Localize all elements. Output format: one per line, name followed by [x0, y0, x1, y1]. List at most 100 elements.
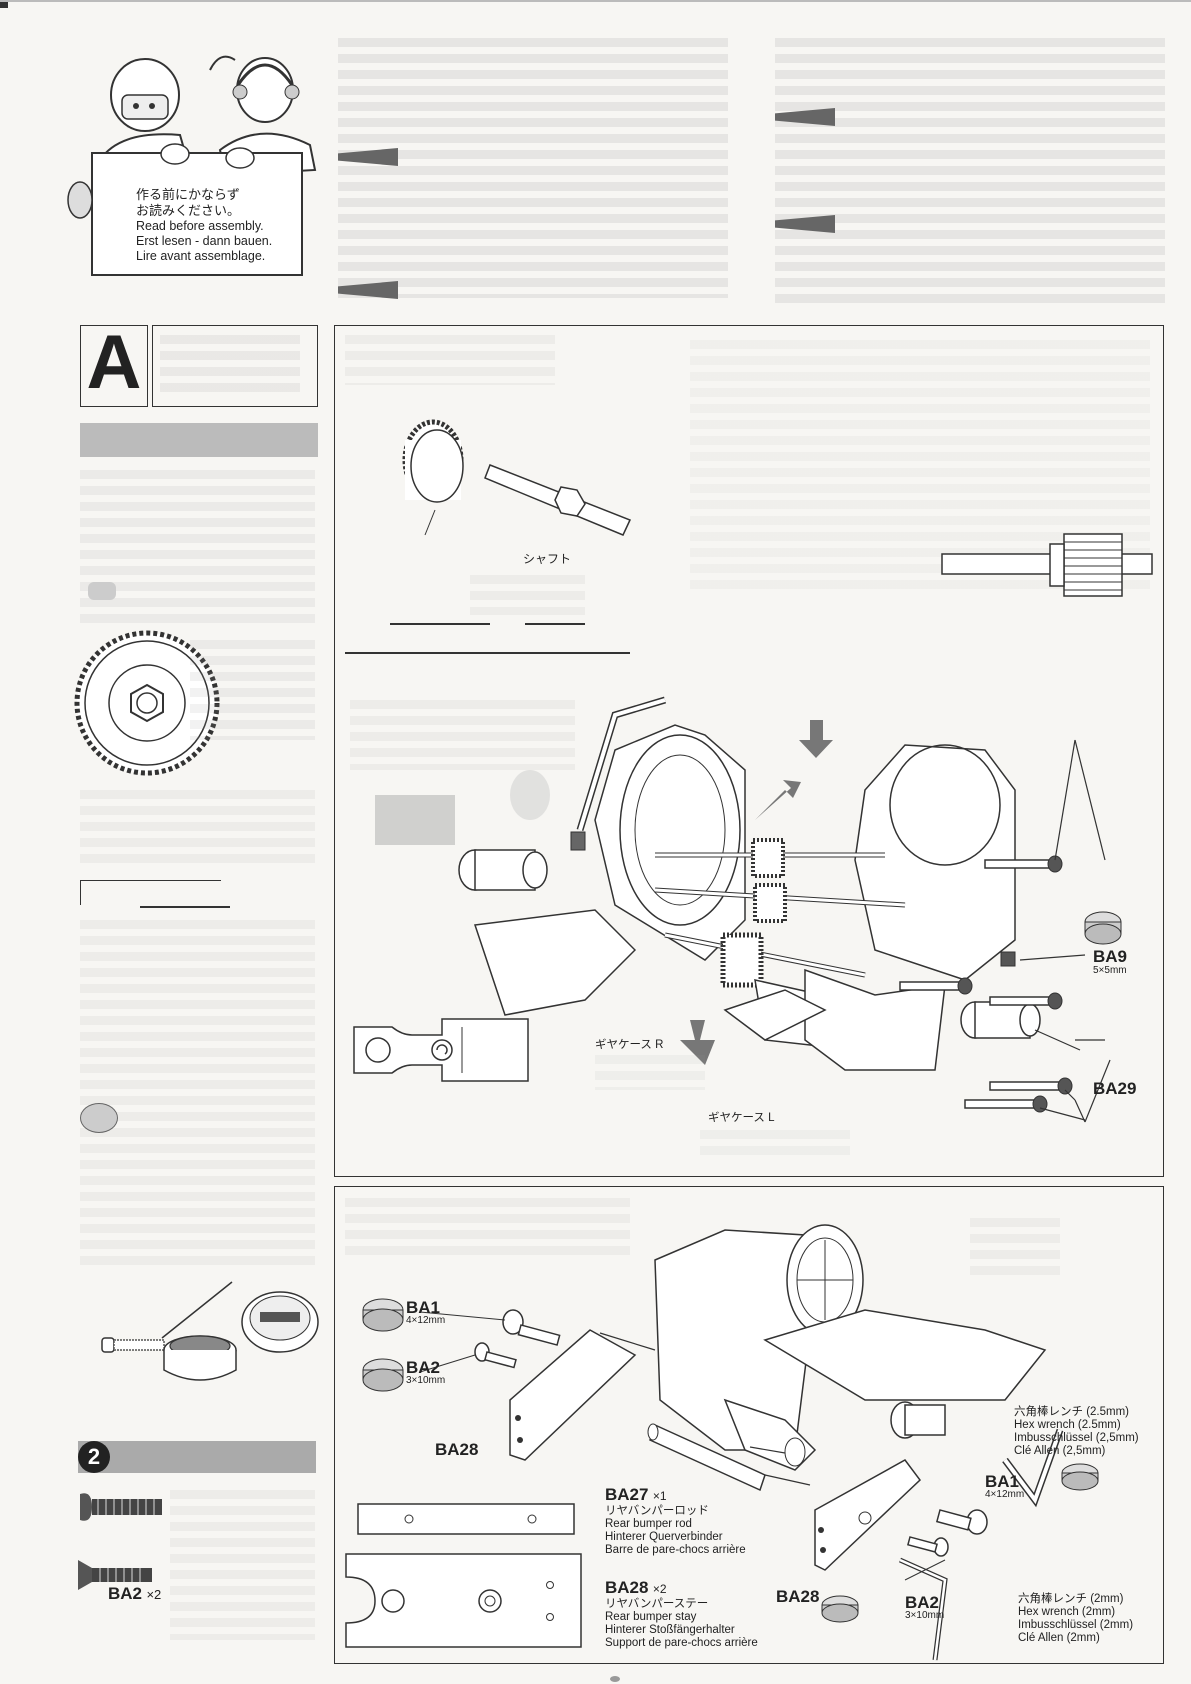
- ba27-qty: ×1: [652, 1489, 667, 1503]
- ba2-label: BA2 3×10mm: [406, 1358, 446, 1387]
- left-faded-5: [170, 1490, 315, 1640]
- gearbox-exploded-illustration: [345, 660, 1145, 1175]
- hex-wrench-icon: [576, 696, 667, 832]
- wrench-25-caption: 六角棒レンチ (2.5mm) Hex wrench (2.5mm) Imbuss…: [1014, 1406, 1139, 1458]
- left-faded-1: [80, 470, 315, 625]
- step-2-header-bar: [78, 1441, 316, 1473]
- intro-line-fr: Lire avant assemblage.: [136, 249, 266, 263]
- wrench-2-caption: 六角棒レンチ (2mm) Hex wrench (2mm) Imbusschlü…: [1018, 1593, 1133, 1645]
- wrench-2-line-de: Imbusschlüssel (2mm): [1018, 1619, 1134, 1631]
- pinion-gear-icon: [402, 419, 464, 503]
- step-2-number: 2: [87, 1444, 101, 1469]
- ba2-right-size: 3×10mm: [905, 1610, 945, 1621]
- mechanics-illustration: [67, 55, 317, 276]
- small-part-icon: [88, 582, 116, 600]
- step-2-ba2-qty: ×2: [146, 1587, 162, 1602]
- ba2-size: 3×10mm: [406, 1375, 446, 1386]
- spur-gear-illustration: [72, 628, 222, 783]
- step-a-title-box: [152, 325, 318, 407]
- ba1-right-label: BA1 4×12mm: [985, 1473, 1024, 1501]
- bumper-rod-icon: [647, 1423, 766, 1492]
- intro-line-en: Read before assembly.: [136, 219, 264, 233]
- universal-joint-right-icon: [960, 1001, 1041, 1039]
- ba1-right-tin-icon: [1061, 1463, 1099, 1491]
- ba28-line-fr: Support de pare-chocs arrière: [605, 1637, 758, 1649]
- ba27-code: BA27: [605, 1485, 649, 1504]
- step-2-number-circle: [78, 1441, 110, 1473]
- ba27-line-de: Hinterer Querverbinder: [605, 1531, 723, 1543]
- panel-faded-1: [345, 335, 555, 385]
- small-part-box-1: [375, 795, 455, 845]
- bumper-stay-right-icon: [814, 1459, 922, 1571]
- gear-icon: [74, 630, 220, 776]
- chassis-gearbox-icon: [654, 1224, 1047, 1471]
- screw-icon: [101, 1281, 233, 1353]
- ba1-code: BA1: [406, 1298, 441, 1317]
- grease-tools-illustration: [92, 1280, 322, 1395]
- ba28-stay-silhouette: [345, 1553, 585, 1654]
- coupler-inset: [352, 1015, 530, 1085]
- intro-sign-text: 作る前にかならず お読みください。 Read before assembly. …: [136, 187, 306, 264]
- universal-joint-left-icon: [458, 849, 548, 891]
- wrench-2-line-jp: 六角棒レンチ (2mm): [1018, 1593, 1124, 1605]
- bumper-faded-2: [970, 1218, 1060, 1278]
- page-mark-bottom: [610, 1676, 620, 1682]
- gearbox-panel: [334, 325, 1164, 1177]
- ba27-line-fr: Barre de pare-chocs arrière: [605, 1544, 746, 1556]
- panel-faded-6: [595, 1055, 705, 1090]
- tab-marker-4: [775, 215, 835, 233]
- panel-line-2: [525, 623, 585, 625]
- ba27-caption: BA27 ×1 リヤバンパーロッド Rear bumper rod Hinter…: [605, 1485, 746, 1557]
- ba28-line-jp: リヤバンパーステー: [605, 1598, 709, 1610]
- ba27-line-en: Rear bumper rod: [605, 1518, 692, 1530]
- faded-text-col2: [775, 38, 1165, 308]
- gear-case-l-label: ギヤケース L: [708, 1112, 775, 1124]
- hex-nut-icon: [554, 486, 586, 517]
- intro-illustration: [60, 30, 330, 290]
- small-part-box-2: [510, 770, 550, 820]
- ba9-size: 5×5mm: [1093, 965, 1127, 976]
- ba2-code: BA2: [406, 1358, 441, 1377]
- panel-faded-4: [350, 700, 575, 770]
- gear-case-l-icon: [854, 744, 1016, 981]
- ba9-code: BA9: [1093, 947, 1128, 966]
- wrench-2-line-en: Hex wrench (2mm): [1018, 1606, 1116, 1618]
- wrench-25-line-fr: Clé Allen (2,5mm): [1014, 1445, 1106, 1457]
- panel-line-1: [390, 623, 490, 625]
- ba28-left-label: BA28: [435, 1440, 479, 1459]
- ba1-label: BA1 4×12mm: [406, 1298, 446, 1327]
- tab-marker-3: [775, 108, 835, 126]
- step-a-letter-box: [80, 325, 148, 407]
- intro-line-jp2: お読みください。: [136, 203, 241, 218]
- top-border: [0, 0, 1191, 2]
- screw-icon-1: [984, 859, 1051, 869]
- step-a-subheader-bar: [80, 423, 318, 457]
- ba28-line-de: Hinterer Stoßfängerhalter: [605, 1624, 735, 1636]
- step-a-title-faded: [160, 335, 300, 395]
- wrench-25-line-jp: 六角棒レンチ (2.5mm): [1014, 1406, 1129, 1418]
- bumper-panel: [334, 1186, 1164, 1664]
- wrench-25-line-de: Imbusschlüssel (2,5mm): [1014, 1432, 1139, 1444]
- left-faded-2: [190, 640, 315, 740]
- ba27-line-jp: リヤバンパーロッド: [605, 1505, 709, 1517]
- ba2-tin-icon: [362, 1358, 404, 1392]
- ba2-right-label: BA2 3×10mm: [905, 1594, 945, 1622]
- left-faded-4: [80, 920, 315, 1270]
- tab-marker-1: [338, 148, 398, 166]
- ba28-caption: BA28 ×2 リヤバンパーステー Rear bumper stay Hinte…: [605, 1578, 758, 1650]
- wrench-2-line-fr: Clé Allen (2mm): [1018, 1632, 1100, 1644]
- ba27-rod-silhouette: [357, 1503, 577, 1542]
- ba1-size: 4×12mm: [406, 1315, 446, 1326]
- step-2-ba2-code: BA2: [108, 1584, 143, 1603]
- shaft-label: シャフト: [523, 552, 572, 566]
- intro-line-de: Erst lesen - dann bauen.: [136, 234, 273, 248]
- ba29-label: BA29: [1093, 1079, 1137, 1098]
- corner-mark: [0, 0, 8, 8]
- step-a-letter: A: [86, 320, 142, 405]
- gear-case-r-label: ギヤケース R: [595, 1039, 664, 1051]
- ba28-line-en: Rear bumper stay: [605, 1611, 697, 1623]
- left-faded-3: [80, 790, 315, 870]
- grease-tin-lid-icon: [241, 1291, 319, 1353]
- grease-tin-open-icon: [163, 1335, 237, 1381]
- ba9-label: BA9 5×5mm: [1093, 947, 1128, 978]
